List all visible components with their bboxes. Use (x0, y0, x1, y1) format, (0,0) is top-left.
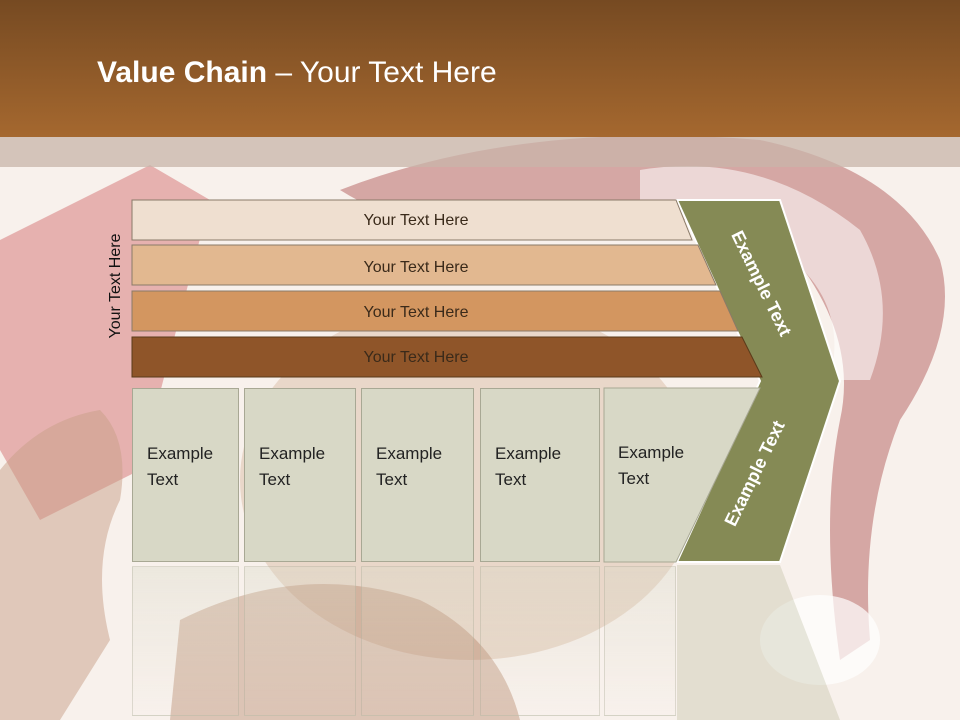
box-reflection-5 (604, 566, 676, 716)
bar-4[interactable] (131, 336, 763, 378)
box-5-shape[interactable] (603, 387, 761, 563)
example-box-5-line2: Text (618, 469, 650, 488)
example-box-4-line2: Text (495, 470, 527, 489)
example-box-4-line1: Example (495, 444, 562, 463)
header-band (0, 0, 960, 137)
box-reflection-4 (480, 566, 600, 716)
box-reflection-3 (361, 566, 474, 716)
bar-3[interactable] (131, 290, 739, 332)
bar-1-label: Your Text Here (364, 212, 469, 229)
example-box-3-line2: Text (376, 470, 408, 489)
bar-2[interactable] (131, 244, 717, 286)
box-reflection-1 (132, 566, 239, 716)
example-box-1-line2: Text (147, 470, 179, 489)
example-box-5-line1: Example (618, 443, 685, 462)
bar-4-label: Your Text Here (364, 349, 469, 366)
example-box-2-line2: Text (259, 470, 291, 489)
chevron-reflection (677, 565, 840, 720)
title-bold: Value Chain (97, 56, 268, 89)
box-reflection-2 (244, 566, 356, 716)
bar-1[interactable] (131, 199, 693, 241)
example-box-1-line1: Example (147, 444, 214, 463)
page-title: Value Chain – Your Text Here (97, 56, 497, 90)
example-box-3-line1: Example (376, 444, 443, 463)
chevron-arrow (675, 199, 842, 563)
bar-3-label: Your Text Here (364, 304, 469, 321)
title-rest: – Your Text Here (267, 56, 497, 89)
bar-2-label: Your Text Here (364, 259, 469, 276)
header-strip (0, 137, 960, 167)
example-box-2-line1: Example (259, 444, 326, 463)
